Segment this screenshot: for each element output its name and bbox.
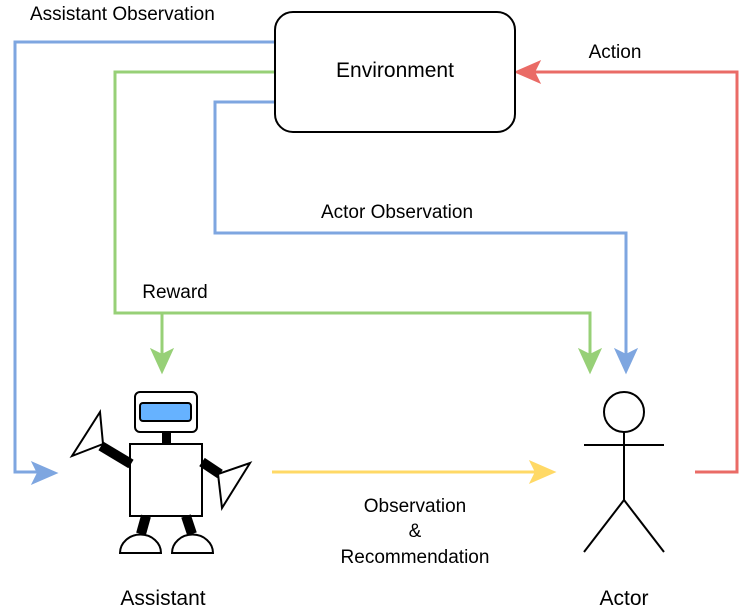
edge-reward	[113, 70, 603, 375]
robot-neck	[162, 432, 171, 444]
actor-label: Actor	[599, 587, 648, 610]
actor-head	[603, 391, 645, 433]
recommendation-label: Recommendation	[341, 547, 490, 568]
observation-label: Observation	[364, 496, 466, 517]
assistant-observation-label: Assistant Observation	[30, 4, 215, 25]
environment-label: Environment	[336, 59, 454, 82]
robot-left-arm	[98, 441, 134, 469]
edge-assistant-observation	[13, 40, 275, 486]
assistant-label: Assistant	[120, 587, 205, 610]
edge-observation-recommendation	[272, 459, 557, 485]
actor-right-leg	[623, 499, 665, 553]
actor-observation-label: Actor Observation	[321, 202, 473, 223]
environment-node: Environment	[274, 11, 516, 133]
robot-right-foot	[170, 533, 215, 554]
action-label: Action	[589, 42, 642, 63]
robot-left-claw	[69, 409, 105, 459]
actor-stick-figure-icon	[583, 391, 665, 553]
robot-right-leg	[181, 514, 197, 536]
reward-label: Reward	[142, 282, 207, 303]
actor-left-leg	[583, 499, 625, 553]
robot-body	[129, 443, 203, 517]
robot-left-foot	[118, 533, 163, 554]
robot-left-leg	[136, 514, 151, 536]
robot-right-arm	[199, 457, 223, 479]
robot-visor	[139, 402, 192, 422]
ampersand-label: &	[409, 521, 422, 542]
edge-actor-observation	[213, 100, 639, 375]
edge-action	[513, 59, 739, 474]
robot-right-claw	[216, 461, 253, 511]
assistant-robot-icon	[69, 391, 253, 554]
